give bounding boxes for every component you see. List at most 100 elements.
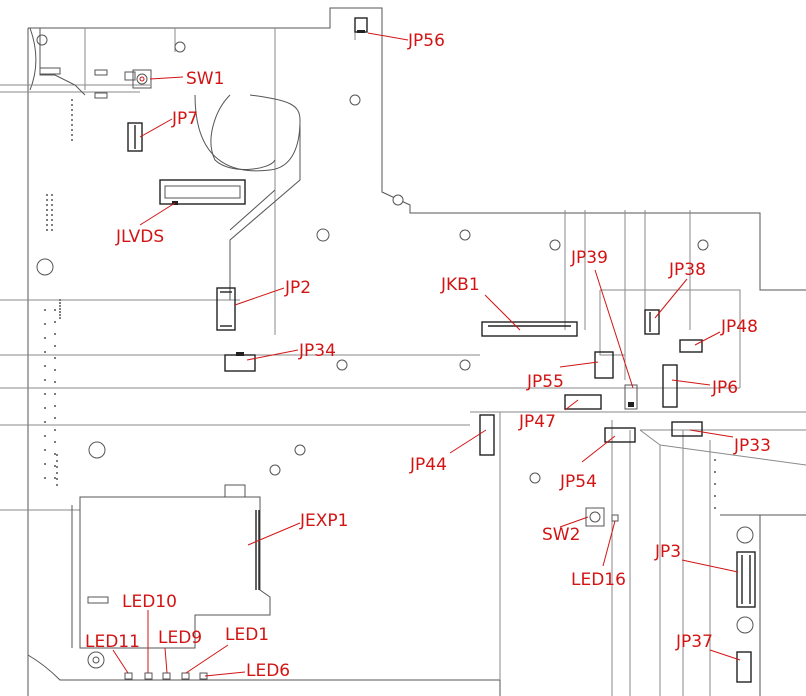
via-dot [54,381,56,383]
via-dot [54,477,56,479]
via-dot [59,308,61,310]
via-dot [54,321,56,323]
via-dot [59,314,61,316]
via-dot [51,199,53,201]
via-dot [46,199,48,201]
label-jexp1: JEXP1 [299,511,348,531]
via-dot [51,229,53,231]
label-led10: LED10 [122,592,177,612]
via-dot [46,224,48,226]
label-jkb1: JKB1 [440,275,480,295]
via-dot [46,214,48,216]
via-dot [714,459,716,461]
via-dot [44,449,46,451]
via-dot [51,204,53,206]
label-jp55: JP55 [526,372,564,392]
via-dot [714,483,716,485]
via-dot [44,393,46,395]
label-led11: LED11 [85,632,140,652]
via-dot [71,129,73,131]
label-jp6: JP6 [711,378,738,398]
via-dot [54,345,56,347]
via-dot [56,460,58,462]
via-dot [714,495,716,497]
via-dot [44,365,46,367]
via-dot [46,209,48,211]
via-dot [71,139,73,141]
via-dot [44,407,46,409]
via-dot [54,357,56,359]
via-dot [714,471,716,473]
via-dot [71,104,73,106]
label-jp34: JP34 [298,341,336,361]
via-dot [56,484,58,486]
label-sw2: SW2 [542,525,580,545]
via-dot [71,134,73,136]
components [39,17,756,683]
label-jlvds: JLVDS [115,227,164,247]
via-dot [51,214,53,216]
label-led6: LED6 [246,661,290,681]
via-dot [54,369,56,371]
via-dot [44,477,46,479]
via-dot [54,309,56,311]
via-dot [54,405,56,407]
via-dot [54,417,56,419]
via-dot [54,441,56,443]
label-led9: LED9 [158,628,202,648]
via-dot [44,379,46,381]
via-dot [51,219,53,221]
label-jp56: JP56 [407,31,445,51]
label-led16: LED16 [571,570,626,590]
via-dot [59,299,61,301]
via-dot [59,317,61,319]
label-jp38: JP38 [668,260,706,280]
component-labels: JP56 SW1 JP7 JLVDS JP2 JP34 JKB1 JP39 JP… [85,31,771,681]
via-dot [51,224,53,226]
label-jp33: JP33 [733,436,771,456]
via-dot [51,209,53,211]
via-dot [46,204,48,206]
via-dot [44,323,46,325]
via-dot [44,421,46,423]
mounting-holes [36,34,754,669]
label-jp54: JP54 [559,472,597,492]
via-dot [44,351,46,353]
via-dot [71,109,73,111]
label-jp37: JP37 [675,632,713,652]
via-dot [71,119,73,121]
via-dot [59,302,61,304]
via-dot [56,478,58,480]
via-dot [56,472,58,474]
via-dot [54,453,56,455]
label-jp44: JP44 [409,455,447,475]
via-dot [44,309,46,311]
via-dot [59,311,61,313]
via-dot [59,305,61,307]
via-dot [56,466,58,468]
via-dot [46,194,48,196]
via-dot [44,337,46,339]
leader-lines [112,32,741,677]
label-jp47: JP47 [518,412,556,432]
via-dot [44,463,46,465]
via-dot [71,124,73,126]
via-dot [46,219,48,221]
via-dot [56,454,58,456]
via-dot [54,393,56,395]
via-dot [714,507,716,509]
via-dot [54,429,56,431]
label-jp3: JP3 [654,542,681,562]
label-sw1: SW1 [186,69,224,89]
label-jp7: JP7 [171,109,198,129]
via-dots [44,99,716,509]
label-jp39: JP39 [570,248,608,268]
via-dot [54,333,56,335]
label-led1: LED1 [225,625,269,645]
via-dot [71,99,73,101]
via-dot [71,114,73,116]
board-traces [0,28,806,696]
via-dot [44,435,46,437]
label-jp2: JP2 [284,278,311,298]
